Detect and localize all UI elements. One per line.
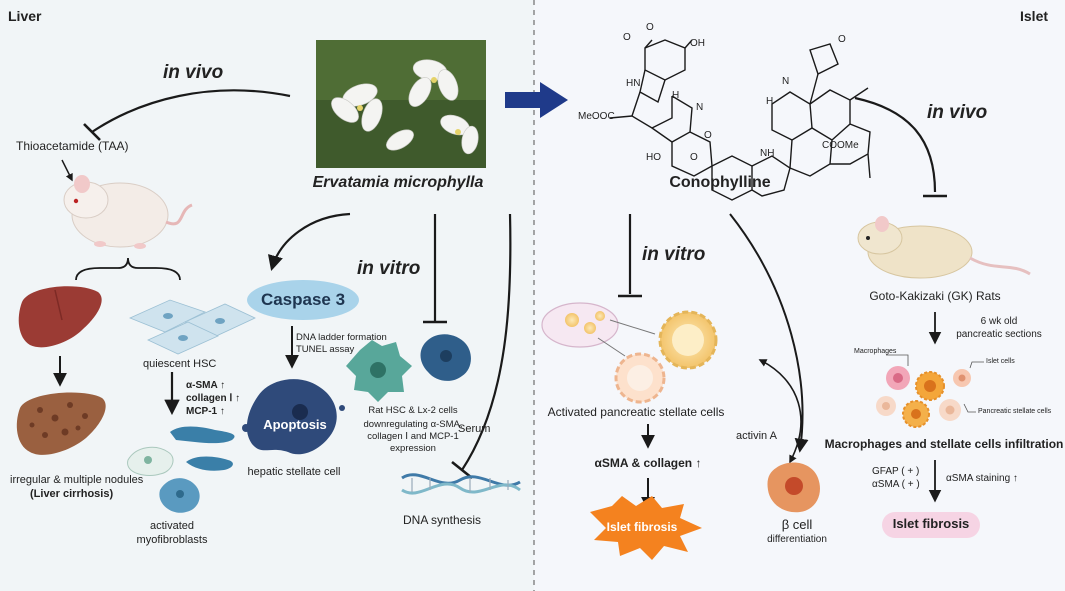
islet-infiltration-cells (876, 354, 984, 428)
infiltration-label: Macrophages and stellate cells infiltrat… (824, 437, 1064, 451)
activin-arrow (758, 359, 802, 464)
dna-ladder-label: DNA ladder formation (296, 332, 387, 343)
struct-n1: N (696, 102, 704, 113)
struct-o-ring-2: O (704, 130, 712, 141)
right-in-vitro-label: in vitro (642, 244, 706, 265)
left-in-vivo-label: in vivo (163, 62, 224, 83)
islet-panel-title: Islet (1020, 8, 1049, 24)
quiescent-hsc-cells (128, 299, 256, 355)
psc-small-label: Pancreatic stellate cells (978, 408, 1052, 415)
struct-o-ring: O (690, 152, 698, 163)
gk-rat-illustration (857, 216, 1031, 279)
struct-nh: NH (760, 148, 775, 159)
taa-label: Thioacetamide (TAA) (16, 139, 129, 153)
asma-plus-label: αSMA ( + ) (872, 479, 920, 490)
hsc-label: hepatic stellate cell (247, 466, 341, 478)
plant-to-caspase-arrow (267, 212, 351, 271)
struct-oh-top: OH (690, 38, 705, 49)
myofibro-label-2: myofibroblasts (136, 534, 208, 546)
right-in-vivo-inhibit-curve (854, 96, 937, 193)
marker-collagen: collagen Ⅰ ↑ (186, 393, 241, 404)
caspase-3-ellipse (247, 280, 359, 320)
beta-cell-label: β cell (781, 517, 813, 532)
struct-h1: H (672, 90, 680, 101)
sections-line-1: 6 wk old (980, 316, 1018, 327)
cirrhotic-liver-illustration (16, 392, 106, 455)
apoptosis-label: Apoptosis (263, 417, 327, 432)
nodules-label: irregular & multiple nodules (10, 474, 144, 486)
gfap-label: GFAP ( + ) (872, 466, 920, 477)
liver-panel-title: Liver (8, 8, 42, 24)
myofibro-label-1: activated (149, 520, 195, 532)
struct-h2: H (766, 96, 774, 107)
struct-o-epoxide: O (838, 34, 846, 45)
marker-mcp1: MCP-1 ↑ (186, 406, 225, 417)
rat-hsc-cells (346, 334, 471, 402)
tunel-label: TUNEL assay (296, 344, 355, 355)
to-beta-cell-arrow (729, 213, 809, 453)
dna-synthesis-label: DNA synthesis (402, 513, 482, 527)
activin-label: activin A (736, 430, 777, 442)
downreg-line-3: expression (390, 443, 436, 454)
dna-helix-illustration (401, 473, 521, 495)
rat-cells-label: Rat HSC & Lx-2 cells (368, 405, 458, 416)
downreg-line-1: downregulating α-SMA, (363, 419, 463, 430)
macrophages-small-label: Macrophages (854, 348, 897, 355)
right-in-vivo-label: in vivo (927, 102, 988, 123)
islet-fibrosis-burst (590, 496, 702, 560)
beta-cell-illustration (767, 462, 820, 513)
ervatamia-flower-photo (316, 40, 486, 168)
struct-o-methoxy-1: O (646, 22, 654, 33)
marker-asma: α-SMA ↑ (186, 380, 226, 391)
struct-meooc: MeOOC (578, 111, 615, 122)
big-blue-arrow (505, 82, 568, 118)
petri-dish-cells (541, 302, 718, 404)
beta-differentiation-label: differentiation (767, 534, 827, 545)
activated-myofibroblasts (127, 426, 235, 513)
healthy-liver-illustration (18, 286, 102, 348)
taa-to-rat-arrow (61, 159, 73, 182)
islet-fibrosis-badge-label: Islet fibrosis (892, 516, 970, 531)
white-rat-illustration (63, 175, 193, 249)
asma-staining-label: αSMA staining ↑ (946, 473, 1018, 484)
apoptotic-stellate-cell (242, 379, 345, 455)
quiescent-hsc-label: quiescent HSC (143, 358, 217, 370)
islet-fibrosis-badge (882, 512, 980, 538)
conophylline-structure (609, 39, 871, 201)
cirrhosis-label: (Liver cirrhosis) (30, 488, 114, 500)
serum-inhibit-curve (461, 213, 512, 471)
psc-label: Activated pancreatic stellate cells (547, 405, 725, 419)
curly-brace (75, 257, 181, 281)
struct-coome: COOMe (822, 140, 859, 151)
plant-name-label: Ervatamia microphylla (312, 174, 484, 191)
struct-ho: HO (646, 152, 661, 163)
serum-label: Serum (458, 423, 491, 435)
sections-line-2: pancreatic sections (956, 329, 1042, 340)
left-in-vitro-label: in vitro (357, 258, 421, 279)
islet-fibrosis-burst-label: Islet fibrosis (606, 520, 678, 534)
islet-cells-small-label: Islet cells (986, 358, 1015, 365)
struct-hn: HN (626, 78, 641, 89)
compound-name-label: Conophylline (669, 174, 771, 191)
struct-o-methoxy-2: O (623, 32, 631, 43)
in-vivo-inhibit-curve (91, 89, 291, 133)
downreg-line-2: collagen Ⅰ and MCP-1 (367, 431, 459, 442)
struct-n2: N (782, 76, 790, 87)
caspase-3-label: Caspase 3 (260, 290, 346, 309)
asma-collagen-label: αSMA & collagen ↑ (594, 456, 702, 470)
gk-rats-label: Goto-Kakizaki (GK) Rats (869, 289, 1001, 303)
